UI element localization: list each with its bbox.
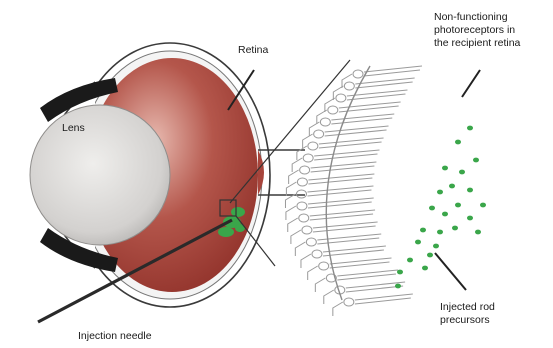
rod-precursor-cell <box>455 140 461 145</box>
photoreceptor-cell <box>317 102 401 124</box>
rod-precursor-cell <box>437 230 443 235</box>
photoreceptor-cell <box>295 234 381 256</box>
lens-shape <box>30 105 170 245</box>
photoreceptor-cell <box>285 186 373 208</box>
rod-precursor-cell <box>427 253 433 258</box>
lens-label: Lens <box>62 122 85 134</box>
rod-precursor-cell <box>429 206 435 211</box>
rod-precursor-cell <box>475 230 481 235</box>
photoreceptor-cell <box>292 150 379 172</box>
photoreceptors-label: Non-functioning photoreceptors in the re… <box>434 11 521 49</box>
rod-precursor-cell <box>473 158 479 163</box>
rod-precursor-cell <box>455 203 461 208</box>
photoreceptor-cell <box>297 138 384 160</box>
photoreceptor-layer <box>285 66 422 316</box>
rod-precursor-cell <box>459 170 465 175</box>
photoreceptor-cell <box>303 126 389 148</box>
photoreceptor-cell <box>324 282 405 304</box>
photoreceptor-cell <box>301 246 386 268</box>
photoreceptors-label-line-3: the recipient retina <box>434 37 521 49</box>
precursors-label: Injected rod precursors <box>440 301 498 326</box>
photoreceptor-cell <box>289 162 377 184</box>
rod-precursor-cell <box>433 244 439 249</box>
photoreceptor-cell <box>286 174 374 196</box>
photoreceptor-cell <box>315 270 398 292</box>
precursors-leader <box>435 253 466 290</box>
eye <box>30 43 350 322</box>
rod-precursor-cell <box>467 126 473 131</box>
rod-precursor-cell <box>407 258 413 263</box>
rod-precursor-cell <box>437 190 443 195</box>
rod-precursor-cell <box>422 266 428 271</box>
rod-precursor-cell <box>452 226 458 231</box>
rod-precursor-cell <box>395 284 401 289</box>
rod-precursor-cell <box>442 166 448 171</box>
photoreceptors-label-line-1: Non-functioning <box>434 11 508 23</box>
rod-precursor-cell <box>415 240 421 245</box>
photoreceptor-cell <box>333 294 413 316</box>
photoreceptor-cell <box>291 222 378 244</box>
rod-precursor-cell <box>397 270 403 275</box>
photoreceptor-cell <box>308 258 392 280</box>
injected-rod-precursor-cells <box>395 126 486 289</box>
rod-precursor-cell <box>467 216 473 221</box>
rod-precursor-cell <box>449 184 455 189</box>
precursors-label-line-2: precursors <box>440 314 490 326</box>
retina-label: Retina <box>238 44 269 56</box>
rod-precursor-cell <box>442 212 448 217</box>
photoreceptor-cell <box>309 114 394 136</box>
photoreceptor-cell <box>288 210 375 232</box>
precursors-label-line-1: Injected rod <box>440 301 495 313</box>
injection-needle-label: Injection needle <box>78 330 152 342</box>
rod-precursor-cell <box>480 203 486 208</box>
photoreceptors-label-line-2: photoreceptors in <box>434 24 515 36</box>
rod-precursor-cell <box>467 188 473 193</box>
photoreceptors-leader <box>462 70 480 97</box>
rod-precursor-cell <box>420 228 426 233</box>
